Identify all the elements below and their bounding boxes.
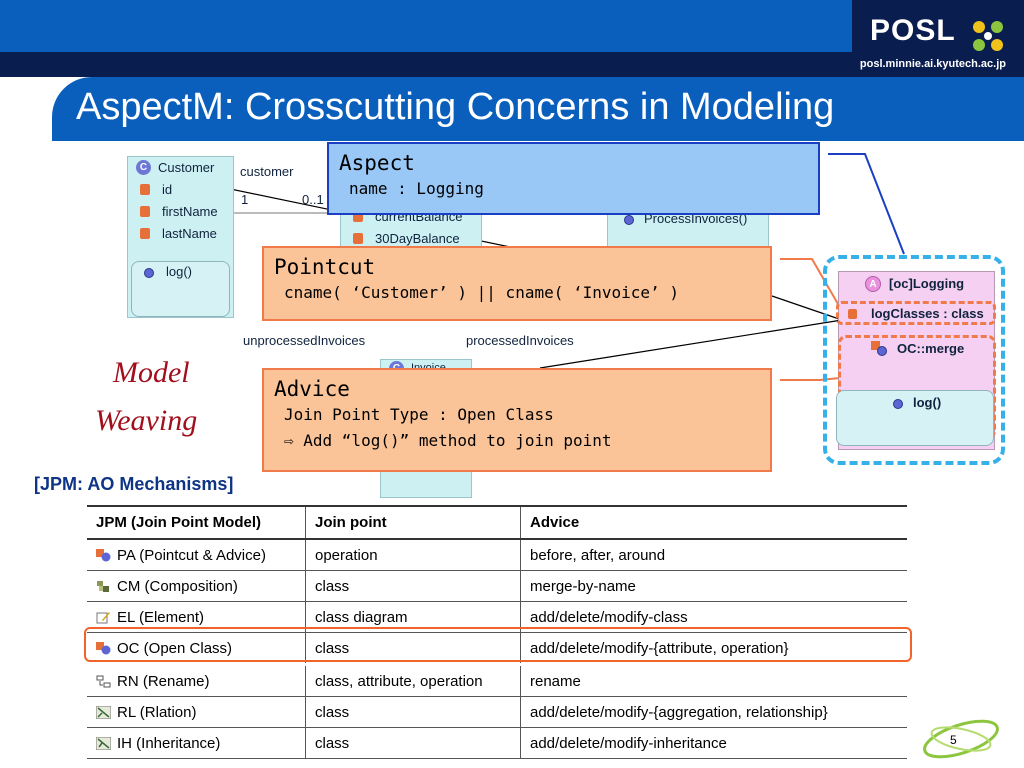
logging-operations: log() xyxy=(836,390,994,446)
customer-class[interactable]: C Customer id firstName lastName log() xyxy=(127,156,234,318)
site-url: posl.minnie.ai.kyutech.ac.jp xyxy=(859,58,1006,70)
customer-class-name: Customer xyxy=(158,160,215,175)
advice-leader xyxy=(780,377,841,381)
operation-icon xyxy=(893,399,903,409)
attribute-row: 30DayBalance xyxy=(341,228,481,250)
attribute-icon xyxy=(353,233,363,244)
advice-title: Advice xyxy=(274,377,350,401)
column-header: JPM (Join Point Model) xyxy=(87,505,306,540)
processor-class-partial[interactable]: ProcessInvoices() xyxy=(607,208,769,250)
advice-join-point-type: Join Point Type : Open Class xyxy=(284,405,554,424)
aspect-icon: A xyxy=(865,276,881,292)
table-row: PA (Pointcut & Advice) operation before,… xyxy=(87,538,907,571)
logging-class-name: [oc]Logging xyxy=(889,276,965,291)
role-processed-invoices: processedInvoices xyxy=(466,333,574,348)
aspect-name-line: name : Logging xyxy=(349,179,484,198)
aspect-leader xyxy=(828,153,905,255)
pointcut-expression: cname( ‘Customer’ ) || cname( ‘Invoice’ … xyxy=(284,283,679,302)
pa-icon xyxy=(96,548,111,561)
operation-row: log() xyxy=(132,262,229,282)
aspect-title: Aspect xyxy=(339,151,415,175)
logo-mark-icon xyxy=(973,21,1003,51)
role-customer: customer xyxy=(240,164,294,179)
logclasses-attribute[interactable]: logClasses : class xyxy=(836,301,996,325)
attribute-row: lastName xyxy=(128,223,233,245)
multiplicity-right: 0..1 xyxy=(302,192,324,207)
model-weaving-line1: Model xyxy=(113,356,190,389)
oc-icon xyxy=(96,641,111,654)
operation-row: log() xyxy=(837,391,993,413)
open-class-row-highlight xyxy=(84,627,912,662)
weave-line-b xyxy=(539,319,843,369)
open-class-icon xyxy=(871,341,887,356)
attribute-icon xyxy=(353,211,363,222)
operation-icon xyxy=(144,268,154,278)
pointcut-leader xyxy=(780,258,839,305)
rn-icon xyxy=(96,675,111,687)
attribute-icon xyxy=(140,206,150,217)
pointcut-callout: Pointcut cname( ‘Customer’ ) || cname( ‘… xyxy=(262,246,772,321)
weave-line-a xyxy=(771,295,843,321)
pointcut-title: Pointcut xyxy=(274,255,376,279)
cm-icon xyxy=(97,580,109,592)
woven-class-highlight xyxy=(823,255,1005,465)
page-number: 5 xyxy=(950,733,957,747)
attribute-icon xyxy=(140,228,150,239)
attribute-icon xyxy=(848,309,857,319)
slide-title: AspectM: Crosscutting Concerns in Modeli… xyxy=(76,86,835,128)
customer-operations: log() xyxy=(131,261,230,317)
jpm-heading: [JPM: AO Mechanisms] xyxy=(34,474,234,494)
customer-class-header: C Customer xyxy=(128,157,233,179)
logging-class-header: A [oc]Logging xyxy=(839,272,994,298)
multiplicity-left: 1 xyxy=(241,192,249,207)
rl-icon xyxy=(96,705,111,719)
table-row: RL (Rlation) class add/delete/modify-{ag… xyxy=(87,696,907,728)
aspect-callout: Aspect name : Logging xyxy=(327,142,820,215)
table-row: CM (Composition) class merge-by-name xyxy=(87,570,907,602)
table-header-row: JPM (Join Point Model) Join point Advice xyxy=(87,505,907,540)
column-header: Advice xyxy=(520,505,907,540)
oc-merge-label: OC::merge xyxy=(897,341,965,356)
title-band xyxy=(52,77,1024,141)
operation-icon xyxy=(624,215,634,225)
advice-callout: Advice Join Point Type : Open Class ⇨ Ad… xyxy=(262,368,772,472)
swirl-logo-icon xyxy=(923,719,999,759)
class-icon: C xyxy=(136,160,151,175)
attribute-icon xyxy=(140,184,150,195)
el-icon xyxy=(96,611,110,623)
logo-area xyxy=(852,0,1024,77)
table-row: RN (Rename) class, attribute, operation … xyxy=(87,663,907,697)
column-header: Join point xyxy=(305,505,521,540)
attribute-row: id xyxy=(128,179,233,201)
logo-text: POSL xyxy=(870,14,956,47)
model-weaving-line2: Weaving xyxy=(95,404,198,437)
ih-icon xyxy=(96,736,111,750)
role-unprocessed-invoices: unprocessedInvoices xyxy=(243,333,366,348)
attribute-row: firstName xyxy=(128,201,233,223)
advice-action: ⇨ Add “log()” method to join point xyxy=(284,431,612,450)
table-row: IH (Inheritance) class add/delete/modify… xyxy=(87,727,907,759)
